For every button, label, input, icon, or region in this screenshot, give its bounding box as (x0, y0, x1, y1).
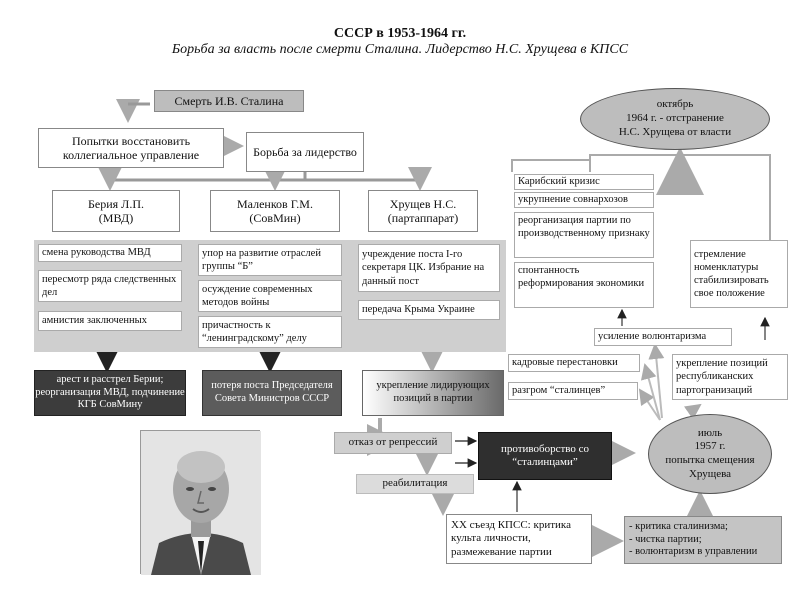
repressions-box: отказ от репрессий (334, 432, 452, 454)
malenkov-item: осуждение современных методов войны (198, 280, 342, 312)
leader-org: (МВД) (98, 211, 134, 225)
beria-item: амнистия заключенных (38, 311, 182, 331)
critique-box: - критика сталинизма; - чистка партии; -… (624, 516, 782, 564)
voluntarism-box: усиление волюнтаризма (594, 328, 732, 346)
stalinists-box: разгром “сталинцев” (508, 382, 638, 400)
diagram-title: СССР в 1953-1964 гг. (333, 26, 467, 41)
republican-box: укрепление позиций республиканских парто… (672, 354, 788, 400)
july-1957-ellipse: июль 1957 г. попытка смещения Хрущева (648, 414, 772, 494)
khrushchev-item: передача Крыма Украине (358, 300, 500, 320)
result-malenkov: потеря поста Председателя Совета Министр… (202, 370, 342, 416)
opposition-box: противоборство со “сталинцами” (478, 432, 612, 480)
result-khrushchev: укрепление лидирующих позиций в партии (362, 370, 504, 416)
leader-org: (партаппарат) (387, 211, 459, 225)
leader-name: Маленков Г.М. (237, 196, 313, 211)
beria-item: смена руководства МВД (38, 244, 182, 262)
right-list-item: реорганизация партии по производственном… (514, 212, 654, 258)
result-beria: арест и расстрел Берии; реорганизация МВ… (34, 370, 186, 416)
diagram-subtitle: Борьба за власть после смерти Сталина. Л… (171, 42, 629, 57)
malenkov-item: упор на развитие отраслей группы “Б” (198, 244, 342, 276)
malenkov-item: причастность к “ленинградскому” делу (198, 316, 342, 348)
khrushchev-item: учреждение поста I-го секретаря ЦК. Избр… (358, 244, 500, 292)
right-list-item: спонтанность реформирования экономики (514, 262, 654, 308)
right-list-item: Карибский кризис (514, 174, 654, 190)
death-box: Смерть И.В. Сталина (154, 90, 304, 112)
october-1964-ellipse: октябрь 1964 г. - отстранение Н.С. Хруще… (580, 88, 770, 150)
leader-name: Берия Л.П. (88, 196, 144, 211)
rehab-box: реабилитация (356, 474, 474, 494)
portrait-icon (141, 431, 261, 575)
leader-name: Хрущев Н.С. (389, 196, 457, 211)
right-list-item: укрупнение совнархозов (514, 192, 654, 208)
khrushchev-portrait (140, 430, 261, 575)
nomenklatura-box: стремление номенклатуры стабилизировать … (690, 240, 788, 308)
leader-khrushchev: Хрущев Н.С. (партаппарат) (368, 190, 478, 232)
leader-org: (СовМин) (249, 211, 301, 225)
congress-box: XX съезд КПСС: критика культа личности, … (446, 514, 592, 564)
struggle-box: Борьба за лидерство (246, 132, 364, 172)
beria-item: пересмотр ряда следственных дел (38, 270, 182, 302)
leader-malenkov: Маленков Г.М. (СовМин) (210, 190, 340, 232)
cadres-box: кадровые перестановки (508, 354, 640, 372)
collegial-box: Попытки восстановить коллегиальное управ… (38, 128, 224, 168)
leader-beria: Берия Л.П. (МВД) (52, 190, 180, 232)
